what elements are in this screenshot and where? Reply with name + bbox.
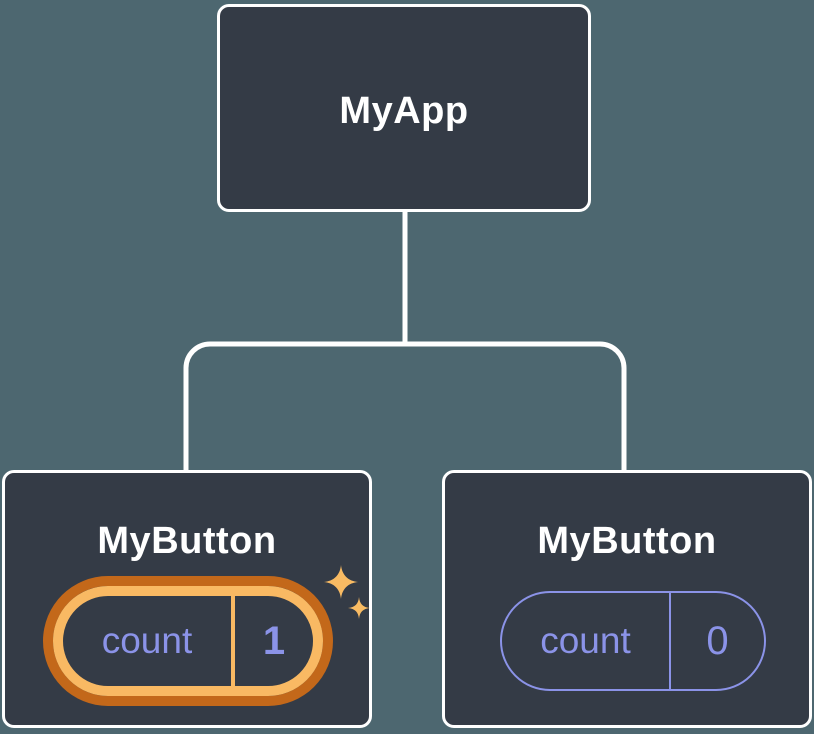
state-badge-plain: count 0 — [500, 591, 766, 691]
node-label-mybutton-left: MyButton — [97, 520, 277, 562]
component-node-mybutton-left: MyButton count 1 — [2, 470, 372, 728]
node-label-myapp: MyApp — [339, 89, 469, 132]
component-node-mybutton-right: MyButton count 0 — [442, 470, 812, 728]
state-value: 1 — [231, 596, 313, 686]
node-label-mybutton-right: MyButton — [537, 520, 717, 562]
state-key-label: count — [540, 620, 631, 661]
state-badge-highlighted: count 1 — [53, 586, 323, 696]
state-value: 0 — [669, 593, 764, 689]
state-key-label: count — [101, 620, 193, 661]
sparkles-icon — [324, 565, 370, 619]
component-node-myapp: MyApp — [217, 4, 591, 212]
